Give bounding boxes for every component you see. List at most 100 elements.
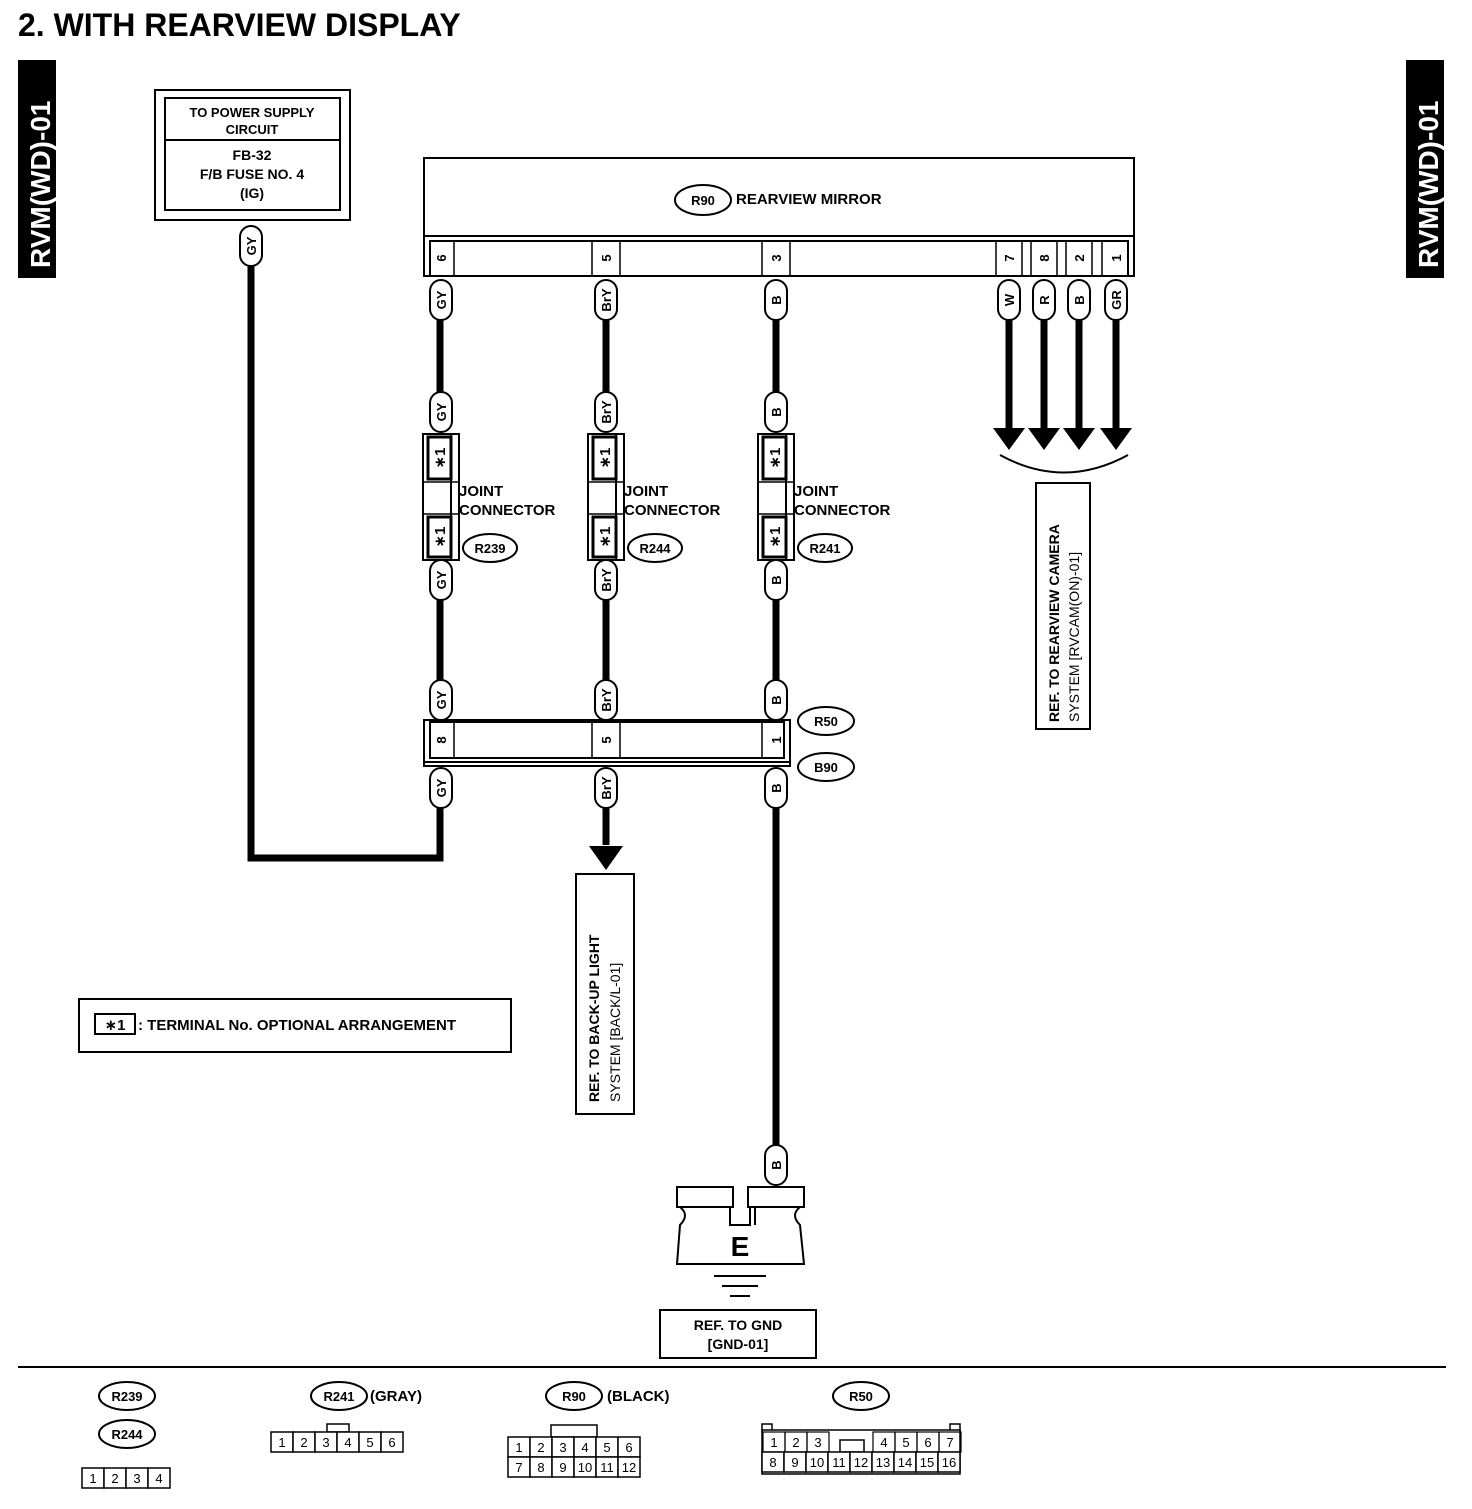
connector-pin: 5 [603,1440,610,1455]
ref-backup-box: REF. TO BACK-UP LIGHT SYSTEM [BACK/L-01] [575,873,635,1115]
arrows [589,428,1132,870]
r50-id: R50 [814,714,838,729]
connector-pin: 2 [792,1435,799,1450]
svg-text:8: 8 [434,736,449,743]
connector-pin: 15 [920,1455,934,1470]
joint-connectors: ∗1∗1JOINTCONNECTORR239∗1∗1JOINTCONNECTOR… [422,433,891,563]
wire-tag-label: W [1002,293,1017,306]
wire-tag-label: BrY [599,568,614,591]
wire-tag-label: B [769,695,784,704]
joint-star: ∗1 [597,448,614,469]
joint-id: R244 [639,541,671,556]
connector-pin: 14 [898,1455,912,1470]
mirror-pin: 8 [1037,254,1052,261]
wire-tag [764,279,788,321]
connector-pin: 12 [854,1455,868,1470]
joint-label: CONNECTOR [459,502,556,519]
rearview-mirror-unit: R90 REARVIEW MIRROR [423,157,1135,277]
connector-pin: 8 [537,1460,544,1475]
connector-pin: 2 [537,1440,544,1455]
svg-text:5: 5 [599,736,614,743]
joint-label: JOINT [624,483,668,500]
svg-text:CIRCUIT: CIRCUIT [226,122,279,137]
joint-label: CONNECTOR [624,502,721,519]
connector-pin: 12 [622,1460,636,1475]
wire-tag-label: BrY [599,288,614,311]
mirror-pin: 1 [1109,254,1124,261]
wires [247,266,1120,1145]
wire-tag-label: B [769,1160,784,1169]
joint-star: ∗1 [597,527,614,548]
r50-b90-connector: 8 5 1 R50 B90 [423,706,855,782]
joint-label: JOINT [794,483,838,500]
wire-tag [1032,279,1056,321]
connector-pin: 3 [559,1440,566,1455]
ground-terminal: E [675,1186,806,1297]
wire-tag [1067,279,1091,321]
wire-tag [429,391,453,433]
wire-tag-label: R [1037,295,1052,305]
connector-pin: 3 [322,1435,329,1450]
wire-tag [997,279,1021,321]
wire-tag [594,391,618,433]
wire-tag [764,1144,788,1186]
ground-letter: E [731,1231,750,1262]
wire-tag [764,391,788,433]
svg-text:F/B FUSE NO. 4: F/B FUSE NO. 4 [200,166,304,182]
legend-star: ∗1 [105,1017,126,1034]
svg-text:1: 1 [769,736,784,743]
connector-pin: 11 [600,1460,614,1475]
svg-text:REF. TO GND: REF. TO GND [694,1317,782,1333]
joint-star: ∗1 [767,527,784,548]
svg-text:RVM(WD)-01: RVM(WD)-01 [25,101,56,268]
wire-tag-label: B [769,575,784,584]
page-title: 2. WITH REARVIEW DISPLAY [18,7,461,43]
connector-id: R90 [562,1389,586,1404]
side-tab-right: RVM(WD)-01 [1406,60,1444,278]
connector-pin: 4 [344,1435,351,1450]
wire-tag-label: BrY [599,400,614,423]
wire-tag-label: BrY [599,688,614,711]
wire-tag-label: GY [244,236,259,255]
b90-id: B90 [814,760,838,775]
connector-id: R239 [111,1389,142,1404]
svg-text:RVM(WD)-01: RVM(WD)-01 [1413,101,1444,268]
side-tab-left: RVM(WD)-01 [18,60,56,278]
connector-pin: 9 [559,1460,566,1475]
mirror-label: REARVIEW MIRROR [736,191,882,208]
joint-label: JOINT [459,483,503,500]
connector-pin: 2 [300,1435,307,1450]
mirror-pin: 6 [434,254,449,261]
joint-star: ∗1 [432,527,449,548]
connector-pin: 5 [902,1435,909,1450]
svg-text:REF. TO REARVIEW CAMERA: REF. TO REARVIEW CAMERA [1046,524,1062,722]
svg-text:SYSTEM [RVCAM(ON)-01]: SYSTEM [RVCAM(ON)-01] [1066,552,1082,722]
svg-text:TO POWER SUPPLY: TO POWER SUPPLY [190,105,315,120]
connector-note: (BLACK) [607,1388,669,1405]
connector-pin: 4 [880,1435,887,1450]
mirror-connector-id: R90 [691,193,715,208]
connector-pin: 1 [770,1435,777,1450]
joint-id: R241 [809,541,840,556]
connector-pin: 3 [133,1471,140,1486]
connector-pin: 1 [515,1440,522,1455]
wire-tag [1104,279,1128,321]
connector-pin: 2 [111,1471,118,1486]
wire-tag [594,767,618,809]
wire-tag-label: GY [434,778,449,797]
wire-tag-label: GY [434,402,449,421]
power-supply-box: TO POWER SUPPLY CIRCUIT FB-32 F/B FUSE N… [154,89,351,221]
wire-tag [764,767,788,809]
mirror-pin: 7 [1002,254,1017,261]
joint-star: ∗1 [432,448,449,469]
wire-tag-label: GY [434,690,449,709]
joint-id: R239 [474,541,505,556]
